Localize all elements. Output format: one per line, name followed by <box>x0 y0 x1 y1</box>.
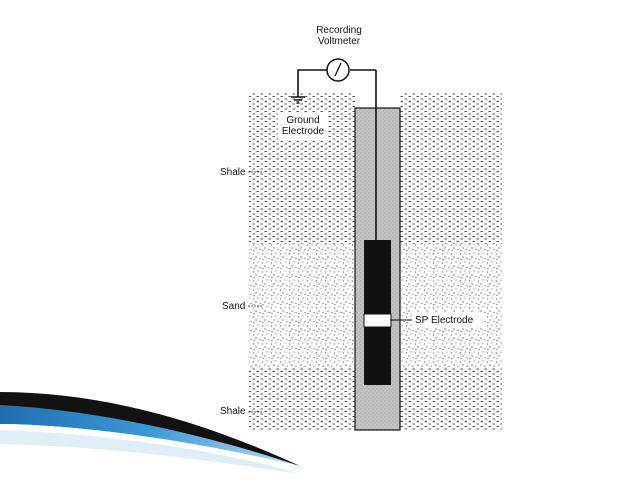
voltmeter-label-line1: Recording <box>316 25 362 36</box>
voltmeter-dial-icon <box>326 58 350 82</box>
decorative-swoosh <box>0 392 300 479</box>
layer-label-shale-bottom: Shale <box>220 406 246 417</box>
layer-label-shale-top: Shale <box>220 167 246 178</box>
electrode-label: SP Electrode <box>415 315 474 326</box>
shale-layer-bottom-right <box>400 367 502 430</box>
sp-probe-upper <box>364 240 391 314</box>
sp-electrode <box>363 313 392 328</box>
ground-wire <box>297 69 327 97</box>
ground-symbol-icon <box>291 96 305 104</box>
shale-layer-bottom-left <box>249 367 355 430</box>
sand-layer-right <box>400 244 502 367</box>
layer-label-sand: Sand <box>222 301 246 312</box>
voltmeter-label-line2: Voltmeter <box>317 36 361 47</box>
shale-layer-top-right <box>400 92 502 244</box>
sand-layer-left <box>249 244 355 367</box>
ground-label-line2: Electrode <box>281 126 325 137</box>
ground-label-line1: Ground <box>286 115 320 126</box>
sp-probe-lower <box>364 327 391 385</box>
